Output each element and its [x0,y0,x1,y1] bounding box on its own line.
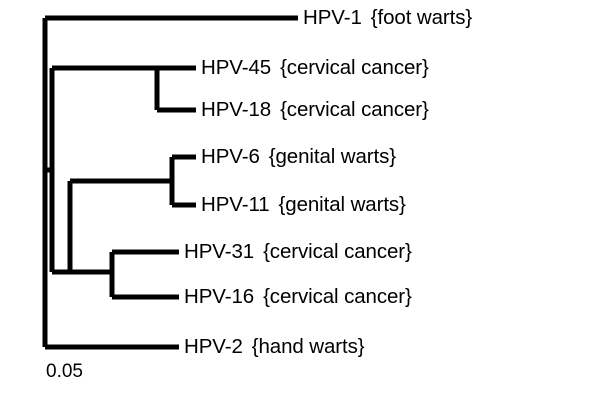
tip-host-hpv-45: {cervical cancer} [280,55,429,79]
tip-taxon-hpv-1: HPV-1 [303,5,362,29]
tip-taxon-hpv-31: HPV-31 [184,239,255,263]
scale-bar-label: 0.05 [46,361,83,382]
tip-host-hpv-1: {foot warts} [370,5,473,29]
tip-host-hpv-18: {cervical cancer} [280,97,429,121]
tip-label-hpv-2: HPV-2 {hand warts} [184,334,365,358]
tip-taxon-hpv-45: HPV-45 [201,55,272,79]
tip-host-hpv-2: {hand warts} [251,334,365,358]
tip-label-hpv-45: HPV-45 {cervical cancer} [201,55,429,79]
tip-host-hpv-16: {cervical cancer} [263,284,412,308]
tip-taxon-hpv-16: HPV-16 [184,284,255,308]
tip-taxon-hpv-18: HPV-18 [201,97,272,121]
tip-label-hpv-16: HPV-16 {cervical cancer} [184,284,412,308]
tip-host-hpv-6: {genital warts} [268,144,397,168]
tip-taxon-hpv-6: HPV-6 [201,144,260,168]
tip-taxon-hpv-11: HPV-11 [201,192,270,216]
tip-label-hpv-1: HPV-1 {foot warts} [303,5,473,29]
tip-label-hpv-31: HPV-31 {cervical cancer} [184,239,412,263]
tip-host-hpv-11: {genital warts} [278,192,406,216]
tip-label-hpv-6: HPV-6 {genital warts} [201,144,397,168]
tip-host-hpv-31: {cervical cancer} [263,239,412,263]
tip-taxon-hpv-2: HPV-2 [184,334,243,358]
tip-label-hpv-18: HPV-18 {cervical cancer} [201,97,429,121]
tip-label-hpv-11: HPV-11 {genital warts} [201,192,406,216]
